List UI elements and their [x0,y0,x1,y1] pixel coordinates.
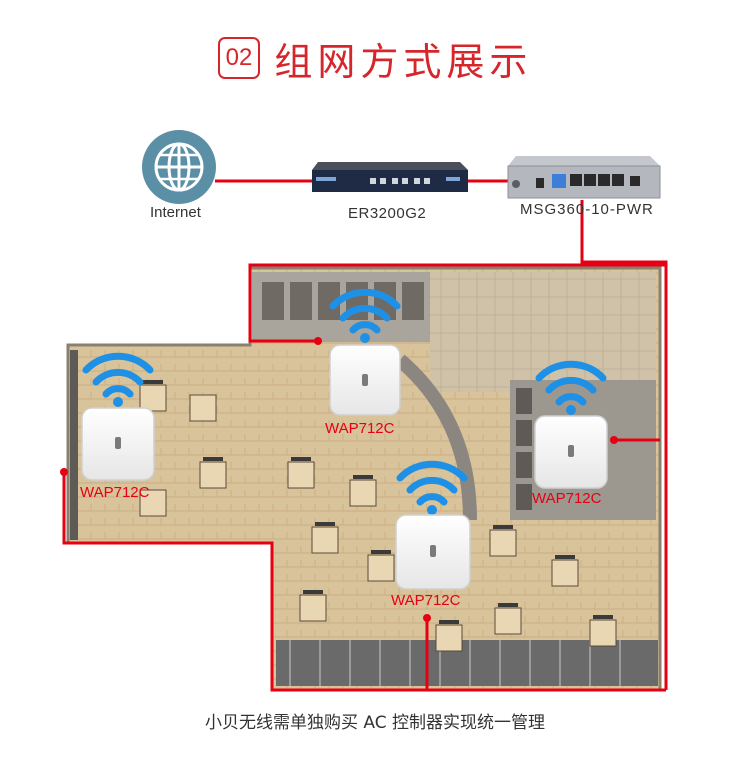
access-point-label-left: WAP712C [80,484,150,501]
network-cables [62,179,668,692]
wifi-signal-icon [329,288,401,334]
globe-icon [142,130,216,204]
wifi-signal-icon [535,360,607,406]
access-point-label-center: WAP712C [391,592,461,609]
cable-endpoints [60,337,618,622]
cable-controller-trunk [580,200,668,690]
internet-label: Internet [150,204,201,221]
controller-label: MSG360-10-PWR [520,201,654,218]
router-device-icon [312,162,468,192]
access-point-devices [81,288,608,590]
router-label: ER3200G2 [348,205,427,222]
access-point-label-right: WAP712C [532,490,602,507]
controller-device-icon [507,156,661,199]
cable-ap-left [62,472,666,692]
wifi-signal-icon [396,460,468,506]
wifi-signal-icon [82,352,154,398]
footer-caption: 小贝无线需单独购买 AC 控制器实现统一管理 [204,713,545,733]
section-header: 02 组网方式展示 [0,28,750,88]
cable-ap-top [248,263,666,343]
access-point-label-top: WAP712C [325,420,395,437]
section-number-badge: 02 [217,37,261,79]
section-title: 组网方式展示 [274,39,533,84]
